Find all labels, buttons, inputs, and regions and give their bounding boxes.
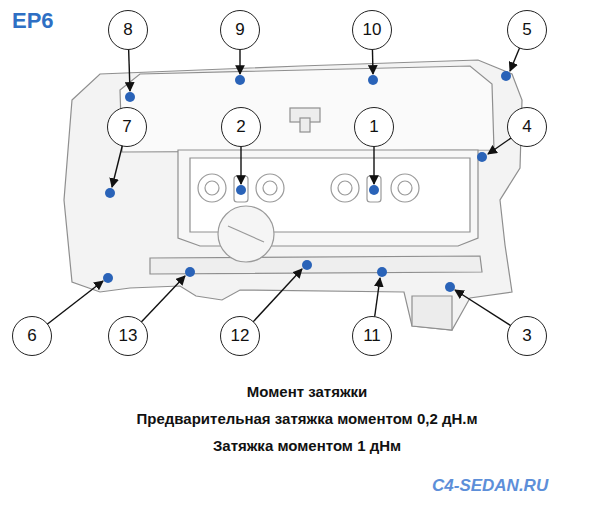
caption-line: Затяжка моментом 1 дНм <box>213 437 401 454</box>
callout-number: 6 <box>12 316 52 356</box>
caption-line: Момент затяжки <box>247 383 368 400</box>
callout-number: 3 <box>507 316 547 356</box>
callout-number: 5 <box>507 10 547 50</box>
callout-number: 7 <box>107 107 147 147</box>
callout-number: 13 <box>108 316 148 356</box>
callout-number: 2 <box>221 107 261 147</box>
callout-number: 4 <box>507 107 547 147</box>
callout-number: 9 <box>220 10 260 50</box>
callout-number: 1 <box>354 107 394 147</box>
callout-number: 12 <box>220 316 260 356</box>
callout-number: 10 <box>352 10 392 50</box>
watermark: C4-SEDAN.RU <box>432 476 548 496</box>
diagram-title: EP6 <box>12 8 54 34</box>
callout-number: 11 <box>352 316 392 356</box>
callout-number: 8 <box>108 10 148 50</box>
caption-line: Предварительная затяжка моментом 0,2 дН.… <box>136 410 477 427</box>
